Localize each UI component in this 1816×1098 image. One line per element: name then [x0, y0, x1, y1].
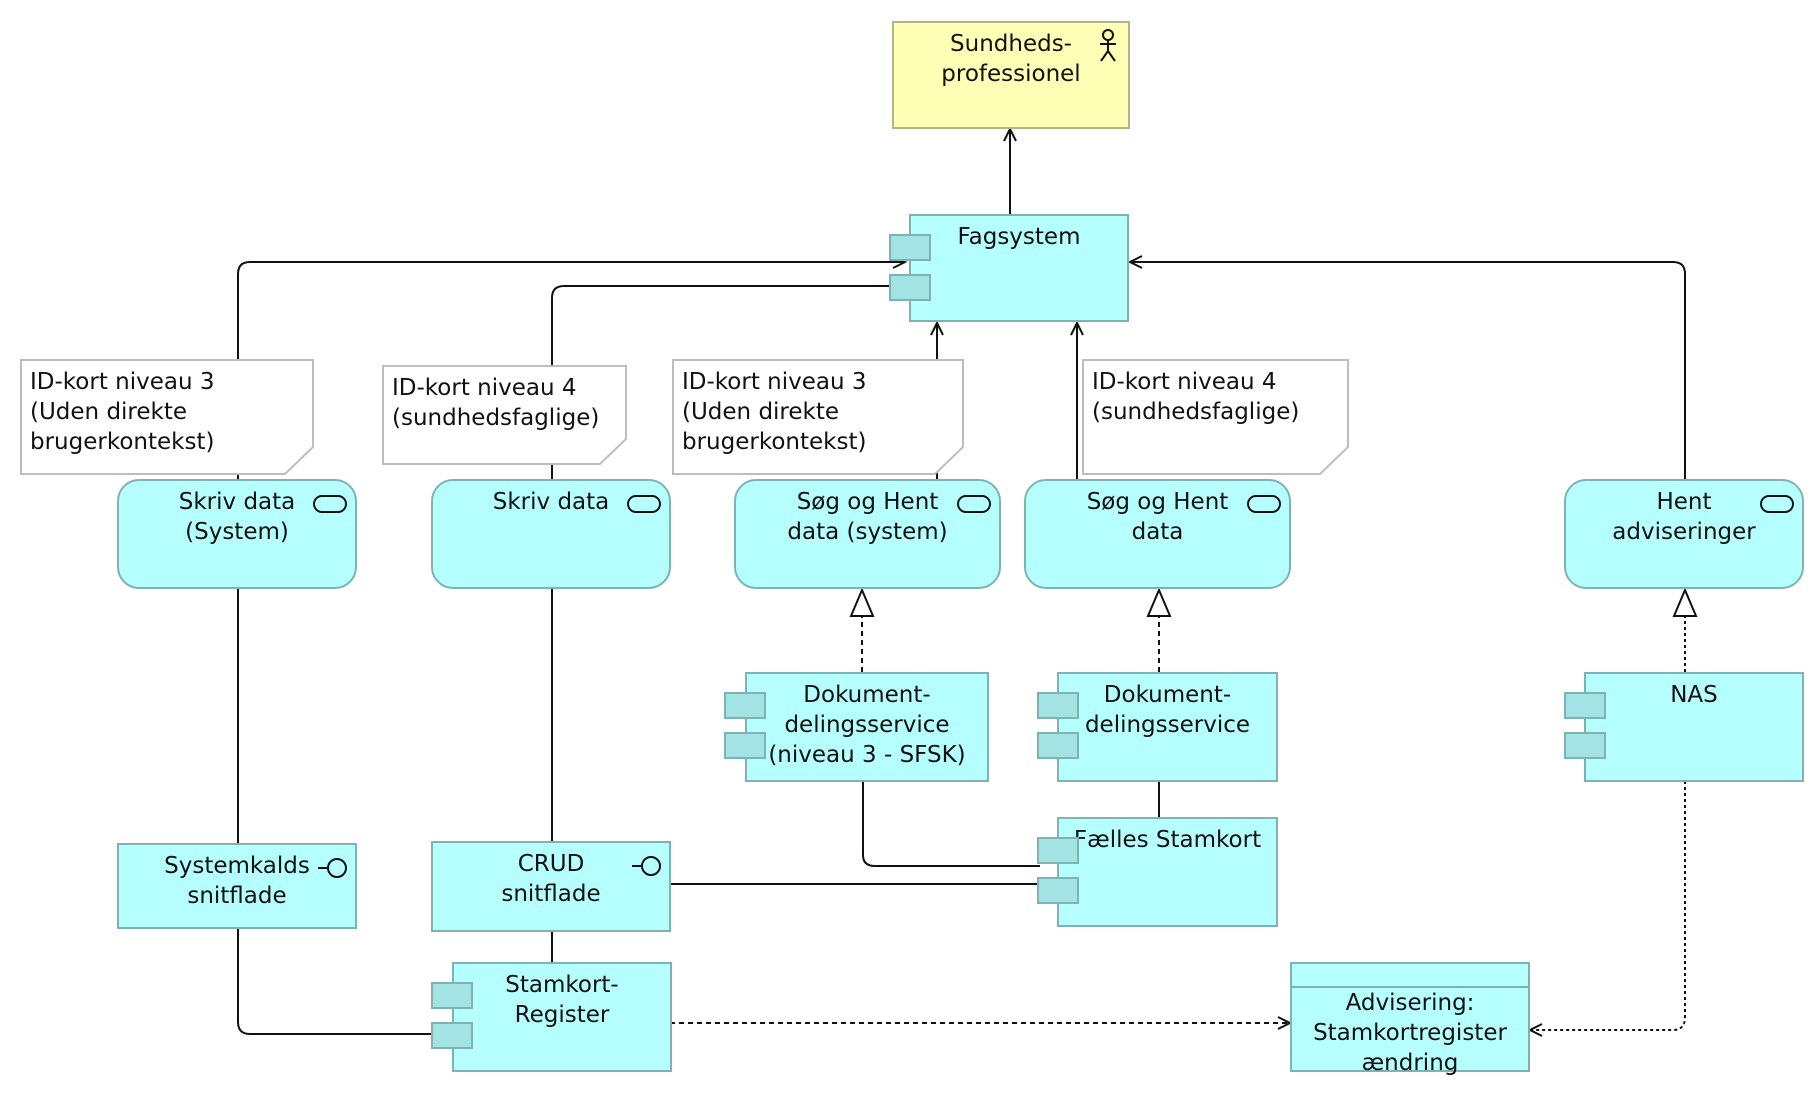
relation-skriv-fagsystem[interactable]: [551, 279, 908, 479]
interface-crud-snitflade[interactable]: CRUD snitflade: [431, 841, 671, 932]
component-icon: [1037, 877, 1079, 904]
service-icon: [1760, 495, 1794, 513]
node-label: Dokument- delingsservice: [1084, 682, 1251, 738]
node-label: Søg og Hent data: [1086, 489, 1229, 545]
component-icon: [1037, 732, 1079, 759]
node-label: Fælles Stamkort: [1073, 827, 1262, 853]
node-label: NAS: [1670, 682, 1718, 708]
component-icon: [1564, 732, 1606, 759]
component-icon: [724, 692, 766, 719]
note-id-kort-4-left: ID-kort niveau 4 (sundhedsfaglige): [382, 365, 627, 465]
node-label: Søg og Hent data (system): [787, 489, 948, 545]
note-id-kort-4-right: ID-kort niveau 4 (sundhedsfaglige): [1082, 359, 1349, 475]
note-text: ID-kort niveau 4 (sundhedsfaglige): [1092, 369, 1300, 425]
service-skriv-data-system[interactable]: Skriv data (System): [117, 479, 357, 589]
component-icon: [889, 274, 931, 301]
event-advisering-stamkortregister-aendring[interactable]: Advisering: Stamkortregister ændring: [1290, 962, 1530, 1076]
relation-nas-advisering[interactable]: [1527, 781, 1686, 1037]
service-soeg-hent-system[interactable]: Søg og Hent data (system): [734, 479, 1001, 589]
note-text: ID-kort niveau 4 (sundhedsfaglige): [392, 375, 600, 431]
service-icon: [1247, 495, 1281, 513]
node-label: Skriv data (System): [178, 489, 296, 545]
component-icon: [1037, 837, 1079, 864]
note-shape: [20, 359, 314, 475]
node-label: Stamkort- Register: [505, 972, 619, 1028]
note-text: ID-kort niveau 3 (Uden direkte brugerkon…: [682, 369, 867, 455]
node-label: Dokument- delingsservice (niveau 3 - SFS…: [768, 682, 966, 768]
event-header: [1292, 964, 1528, 988]
component-icon: [431, 1022, 473, 1049]
node-label: Systemkalds snitflade: [164, 853, 310, 909]
relation-if-system-stamkort[interactable]: [237, 928, 452, 1035]
component-nas[interactable]: NAS: [1584, 672, 1804, 782]
note-shape: [672, 359, 964, 475]
component-dokumentdelingsservice-niveau3[interactable]: Dokument- delingsservice (niveau 3 - SFS…: [745, 672, 989, 782]
relation-dds-n3-faelles[interactable]: [862, 781, 1040, 867]
component-icon: [1037, 692, 1079, 719]
node-label: Skriv data: [492, 489, 610, 515]
service-hent-adviseringer[interactable]: Hent adviseringer: [1564, 479, 1804, 589]
relation-hent-adv-fagsystem[interactable]: [1127, 255, 1686, 479]
note-shape: [382, 365, 627, 465]
relation-skriv-system-fagsystem[interactable]: [237, 255, 908, 479]
service-icon: [313, 495, 347, 513]
node-label: Advisering: Stamkortregister ændring: [1313, 990, 1507, 1076]
node-label: Hent adviseringer: [1612, 489, 1756, 545]
business-actor-sundhedsprofessionel[interactable]: Sundheds- professionel: [892, 21, 1130, 129]
service-icon: [627, 495, 661, 513]
note-text: ID-kort niveau 3 (Uden direkte brugerkon…: [30, 369, 215, 455]
node-label: CRUD snitflade: [501, 851, 601, 907]
component-icon: [1564, 692, 1606, 719]
component-icon: [724, 732, 766, 759]
interface-systemkalds-snitflade[interactable]: Systemkalds snitflade: [117, 843, 357, 929]
node-label: Sundheds- professionel: [941, 31, 1081, 87]
component-icon: [889, 234, 931, 261]
service-icon: [957, 495, 991, 513]
component-stamkort-register[interactable]: Stamkort- Register: [452, 962, 672, 1072]
component-dokumentdelingsservice[interactable]: Dokument- delingsservice: [1057, 672, 1278, 782]
service-skriv-data[interactable]: Skriv data: [431, 479, 671, 589]
actor-icon: [1100, 29, 1116, 62]
component-fagsystem[interactable]: Fagsystem: [909, 214, 1129, 322]
interface-icon: [632, 856, 661, 876]
interface-icon: [318, 858, 347, 878]
service-soeg-hent[interactable]: Søg og Hent data: [1024, 479, 1291, 589]
note-id-kort-3-right: ID-kort niveau 3 (Uden direkte brugerkon…: [672, 359, 964, 475]
node-label: Fagsystem: [957, 224, 1081, 250]
component-faelles-stamkort[interactable]: Fælles Stamkort: [1057, 817, 1278, 927]
component-icon: [431, 982, 473, 1009]
note-shape: [1082, 359, 1349, 475]
note-id-kort-3-left: ID-kort niveau 3 (Uden direkte brugerkon…: [20, 359, 314, 475]
